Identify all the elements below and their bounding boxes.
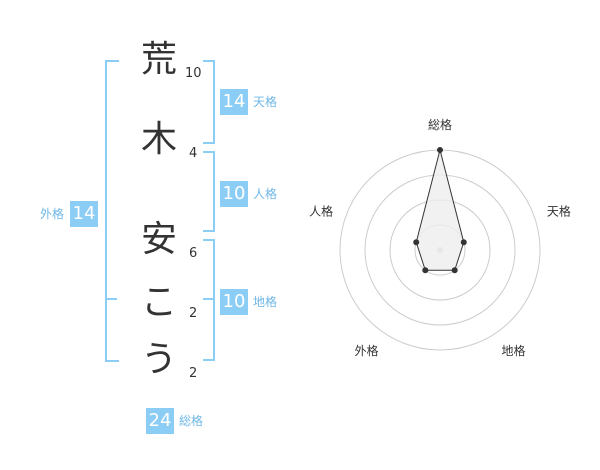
radar-axis-label: 地格: [501, 343, 525, 358]
stroke-count-5: 2: [189, 366, 198, 381]
name-char-3: 安: [140, 219, 177, 260]
jinkaku-bracket: [203, 151, 215, 232]
chikaku-bracket: [203, 239, 215, 361]
name-char-4: こ: [140, 282, 177, 323]
tenkaku-bracket: [203, 60, 215, 144]
gaikaku-label: 外格: [40, 207, 65, 221]
stroke-count-4: 2: [189, 306, 198, 321]
soukaku-label: 総格: [179, 414, 204, 428]
gaikaku-bracket-tick: [105, 298, 117, 300]
radar-point: [460, 239, 467, 246]
radar-points: [413, 147, 467, 274]
name-char-1: 荒: [140, 39, 177, 80]
radar-axis-label: 総格: [428, 117, 452, 132]
radar-point: [451, 267, 458, 274]
name-char-2: 木: [140, 119, 177, 160]
name-char-5: う: [140, 339, 177, 380]
jinkaku-label: 人格: [253, 187, 278, 201]
stroke-count-2: 4: [189, 146, 198, 161]
stroke-count-3: 6: [189, 246, 198, 261]
radar-point: [422, 267, 429, 274]
jinkaku-value-badge: 10: [220, 181, 248, 207]
radar-axis-label: 人格: [309, 203, 333, 218]
stroke-count-1: 10: [185, 66, 202, 81]
chikaku-label: 地格: [253, 295, 278, 309]
soukaku-value-badge: 24: [146, 408, 174, 434]
radar-axis-label: 天格: [547, 203, 571, 218]
gaikaku-bracket: [105, 60, 119, 362]
tenkaku-label: 天格: [253, 95, 278, 109]
radar-point: [413, 239, 420, 246]
radar-point: [437, 147, 443, 153]
chikaku-bracket-tick: [203, 298, 215, 300]
gaikaku-value-badge: 14: [70, 201, 98, 227]
tenkaku-value-badge: 14: [220, 89, 248, 115]
radar-data-polygon: [415, 149, 465, 271]
chikaku-value-badge: 10: [220, 289, 248, 315]
radar-axis-label: 外格: [355, 343, 379, 358]
